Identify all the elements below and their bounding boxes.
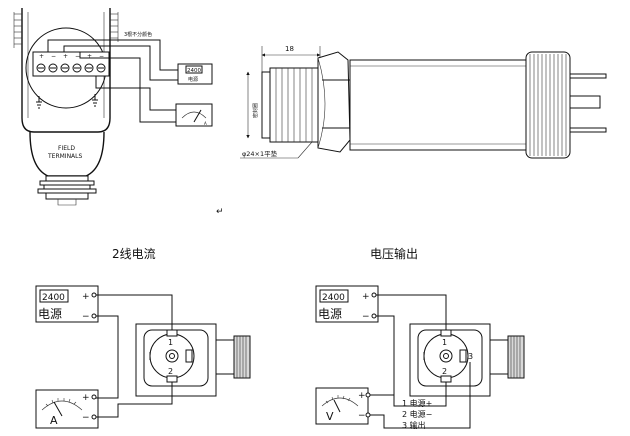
legend-item: 3 输出 (402, 420, 426, 430)
field-label-2: TERMINALS (47, 153, 83, 160)
pin-2-right: 2 (442, 367, 447, 376)
voltage-output-diagram: 电压输出 2400 电源 + − V + − 1 (315, 246, 525, 430)
power-display-right: 2400 (322, 293, 345, 303)
wire-note: 3根不分颜色 (124, 31, 152, 38)
legend-item: 1 电源+ (402, 398, 432, 408)
side-label: 密封圈 (252, 103, 259, 118)
power-label: 电源 (188, 76, 198, 83)
power-plus: + (82, 292, 90, 302)
meter-minus: − (82, 413, 90, 423)
terminal-mark: − (99, 53, 104, 60)
diagram-title-right: 电压输出 (370, 246, 418, 261)
diagram-title-left: 2线电流 (112, 247, 156, 261)
meter-label-left: A (50, 414, 58, 427)
sensor-outline-drawing: 18 密封圈 (240, 45, 607, 159)
two-wire-current-diagram: 2线电流 2400 电源 + − A + − 1 (35, 247, 251, 429)
pin-1-left: 1 (168, 338, 173, 347)
meter-plus-right: + (358, 391, 366, 401)
cursor-mark: ↵ (216, 207, 224, 217)
thread-label: φ24×1平垫 (242, 149, 278, 158)
terminal-mark: − (75, 53, 80, 60)
pin-3-right: 3 (468, 352, 473, 361)
junction-box-drawing: + − + − + − 3根不分颜色 2400 电源 A FIELD TERMI… (13, 8, 213, 206)
meter-label: A (204, 121, 207, 126)
meter-plus: + (82, 393, 90, 403)
terminal-mark: + (63, 53, 68, 60)
terminal-mark: + (87, 53, 92, 60)
power-label-left: 电源 (38, 307, 62, 321)
pin-1-right: 1 (442, 338, 447, 347)
terminal-mark: − (51, 53, 56, 60)
power-plus-right: + (362, 292, 370, 302)
meter-minus-right: − (358, 411, 366, 421)
power-label-right: 电源 (318, 307, 342, 321)
pin-2-left: 2 (168, 367, 173, 376)
meter-label-right: V (326, 410, 334, 423)
legend-item: 2 电源− (402, 409, 432, 419)
power-minus: − (82, 312, 90, 322)
terminal-mark: + (39, 53, 44, 60)
dimension-18: 18 (285, 45, 294, 53)
field-label-1: FIELD (58, 145, 75, 152)
power-display: 2400 (42, 293, 65, 303)
power-minus-right: − (362, 312, 370, 322)
terminal-screws (36, 63, 106, 73)
display-value: 2400 (187, 68, 201, 74)
